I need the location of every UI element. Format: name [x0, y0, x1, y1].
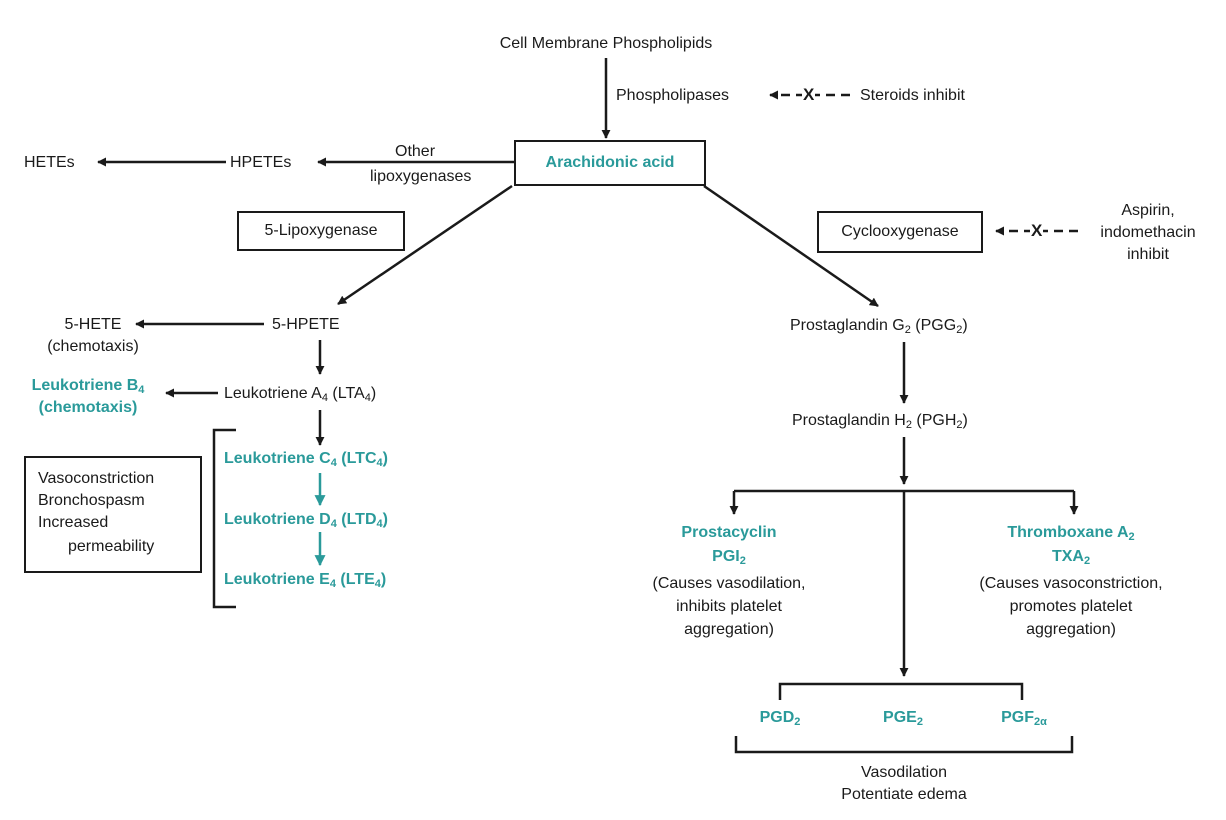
effect-increased: Increased [38, 514, 109, 531]
arachidonic-acid-label: Arachidonic acid [545, 154, 675, 171]
prostacyclin-label: Prostacyclin [681, 524, 777, 541]
thromboxane-desc-3: aggregation) [1026, 621, 1116, 638]
ltc4-label: Leukotriene C4 (LTC4) [224, 450, 388, 469]
ltb4-chemotaxis-label: (chemotaxis) [38, 399, 138, 416]
prostacyclin-desc-1: (Causes vasodilation, [652, 575, 806, 592]
leukotriene-effects-box [24, 456, 202, 573]
lte4-label: Leukotriene E4 (LTE4) [224, 571, 387, 590]
bracket-pgs-top [778, 682, 1024, 700]
membrane-phospholipids-label: Cell Membrane Phospholipids [499, 35, 713, 52]
arrow-to-5hpete [337, 184, 513, 306]
lipoxygenases-label: lipoxygenases [370, 168, 472, 185]
lta4-label: Leukotriene A4 (LTA4) [224, 385, 377, 404]
arachidonic-acid-box [514, 140, 706, 186]
thromboxane-desc-2: promotes platelet [1009, 598, 1133, 615]
pgf2a-label: PGF2α [1001, 709, 1047, 728]
pgi2-label: PGI2 [712, 548, 746, 567]
cyclooxygenase-label: Cyclooxygenase [841, 223, 959, 240]
vasodilation-label: Vasodilation [861, 764, 947, 781]
pge2-label: PGE2 [883, 709, 923, 728]
hete5-label: 5-HETE [64, 316, 122, 333]
potentiate-edema-label: Potentiate edema [841, 786, 967, 803]
lipoxygenase-5-box [237, 211, 405, 251]
cyclooxygenase-box [817, 211, 983, 253]
lipoxygenase-5-label: 5-Lipoxygenase [264, 222, 378, 239]
thromboxane-label: Thromboxane A2 [1007, 524, 1135, 543]
aspirin-label: Aspirin, [1121, 202, 1175, 219]
hetes-label: HETEs [24, 154, 75, 171]
txa2-label: TXA2 [1051, 548, 1091, 567]
indomethacin-label: indomethacin [1100, 224, 1196, 241]
arrow-to-pgg2 [703, 184, 879, 308]
hpetes-label: HPETEs [230, 154, 292, 171]
effect-permeability: permeability [68, 538, 155, 555]
ltd4-label: Leukotriene D4 (LTD4) [224, 511, 388, 530]
effect-vasoconstriction: Vasoconstriction [38, 470, 155, 487]
hete5-chemotaxis-label: (chemotaxis) [47, 338, 139, 355]
steroid-x-mark: X [802, 84, 816, 105]
other-label: Other [395, 143, 436, 160]
steroids-inhibit-label: Steroids inhibit [860, 87, 965, 104]
pgd2-label: PGD2 [759, 709, 801, 728]
prostacyclin-desc-2: inhibits platelet [676, 598, 782, 615]
pgg2-label: Prostaglandin G2 (PGG2) [790, 317, 968, 336]
pgh2-label: Prostaglandin H2 (PGH2) [792, 412, 968, 431]
hpete5-label: 5-HPETE [272, 316, 340, 333]
effect-bronchospasm: Bronchospasm [38, 492, 145, 509]
bracket-leukotrienes [212, 428, 236, 609]
aspirin-x-mark: X [1030, 220, 1044, 241]
prostacyclin-desc-3: aggregation) [684, 621, 774, 638]
ltb4-label: Leukotriene B4 [31, 377, 145, 396]
thromboxane-desc-1: (Causes vasoconstriction, [979, 575, 1163, 592]
bracket-pgs-bottom [734, 736, 1074, 754]
aspirin-inhibit-label: inhibit [1127, 246, 1169, 263]
phospholipases-label: Phospholipases [616, 87, 729, 104]
